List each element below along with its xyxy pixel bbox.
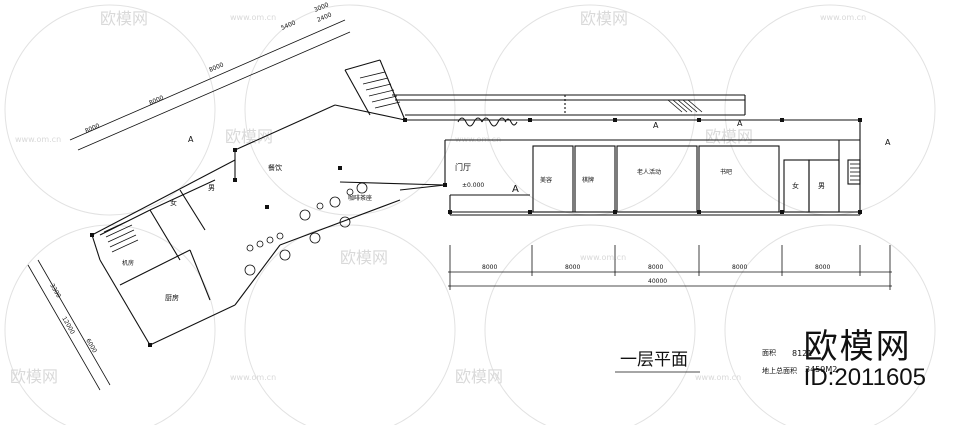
coffee-furniture [244, 182, 368, 276]
room-bookbar: 书吧 [720, 168, 732, 176]
plan-title: 一层平面 [620, 350, 688, 370]
room-lobby: 门厅 [455, 162, 471, 172]
left-dimension-line [27, 259, 111, 391]
room-labels: 餐饮 咖啡茶座 门厅 ±0.000 美容 棋牌 老人活动 书吧 女 男 女 男 … [122, 162, 825, 302]
area-value: 8121 [792, 349, 812, 358]
dim-top: 2400 [316, 11, 333, 23]
dim-bay: 8000 [648, 264, 663, 271]
dim-top: 8000 [148, 94, 165, 106]
room-male-left: 男 [208, 184, 215, 192]
watermark-brand: 欧模网 [100, 9, 148, 28]
dim-top: 5400 [280, 19, 297, 31]
watermark-brand: 欧模网 [580, 9, 628, 28]
bottom-dimension-line [448, 245, 892, 290]
dim-bay: 8000 [732, 264, 747, 271]
watermark-site: www.om.cn [695, 373, 741, 382]
watermark-brand: 欧模网 [340, 248, 388, 267]
room-elderly: 老人活动 [637, 168, 661, 176]
watermark-site: www.om.cn [820, 13, 866, 22]
watermark-site: www.om.cn [580, 253, 626, 262]
room-coffee: 咖啡茶座 [348, 194, 372, 202]
dim-left: 6000 [84, 338, 98, 355]
logo-id: ID:2011605 [803, 364, 926, 391]
logo-name: 欧模网 [803, 327, 912, 367]
room-female-left: 女 [170, 198, 177, 207]
room-male: 男 [818, 182, 825, 190]
room-storage: 机房 [122, 259, 134, 267]
room-female: 女 [792, 181, 799, 190]
room-beauty: 美容 [540, 176, 552, 184]
section-markers: A A A A A [188, 119, 891, 195]
watermark-brand: 欧模网 [705, 127, 753, 146]
dim-bay: 8000 [565, 264, 580, 271]
dim-top: 8000 [208, 61, 225, 73]
room-chess: 棋牌 [582, 176, 594, 184]
watermark-site: www.om.cn [15, 135, 61, 144]
section-mark: A [188, 135, 194, 144]
dim-bay: 8000 [815, 264, 830, 271]
watermark-brand: 欧模网 [455, 367, 503, 386]
section-mark: A [653, 121, 659, 130]
watermark-site: www.om.cn [230, 13, 276, 22]
watermark-brand: 欧模网 [10, 367, 58, 386]
total-area-value: 3459M2 [805, 365, 837, 374]
plan-walls [91, 59, 861, 346]
section-mark: A [512, 184, 519, 195]
area-label: 面积 [762, 348, 776, 357]
structural-columns [90, 118, 862, 347]
dim-top: 8000 [84, 122, 101, 134]
watermark-texts: 欧模网 www.om.cn 欧模网 www.om.cn www.om.cn 欧模… [10, 9, 866, 386]
facade-waves [457, 117, 518, 127]
section-mark: A [885, 138, 891, 147]
room-kitchen: 厨房 [165, 293, 179, 302]
room-dining: 餐饮 [268, 163, 282, 172]
stair-treads [103, 71, 860, 253]
dim-left: 3300 [48, 283, 62, 300]
watermark-site: www.om.cn [230, 373, 276, 382]
top-dimension-line [69, 19, 351, 151]
bottom-dimension-texts: 8000 8000 8000 8000 8000 40000 [482, 264, 830, 285]
brand-logo: 欧模网 ID:2011605 [804, 330, 926, 390]
elevation-mark: ±0.000 [462, 182, 484, 189]
watermark-brand: 欧模网 [225, 127, 273, 146]
section-mark: A [737, 119, 743, 128]
dim-total: 40000 [648, 278, 667, 285]
dim-bay: 8000 [482, 264, 497, 271]
total-area-label: 地上总面积 [762, 366, 797, 375]
